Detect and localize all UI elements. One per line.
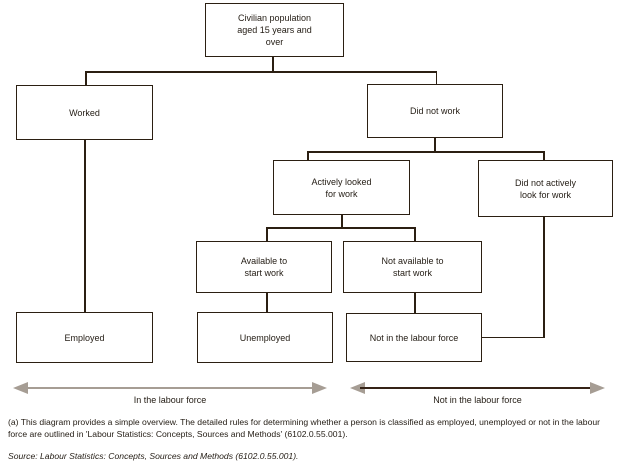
node-label: Did not actively look for work bbox=[514, 177, 577, 200]
node-did-not-work: Did not work bbox=[367, 84, 503, 138]
in-labour-force-arrow bbox=[13, 381, 327, 395]
connector-line bbox=[266, 293, 268, 312]
connector-line bbox=[307, 152, 309, 160]
connector-line bbox=[85, 72, 87, 85]
not-in-labour-force-label: Not in the labour force bbox=[433, 395, 522, 405]
connector-line bbox=[266, 227, 416, 229]
node-worked: Worked bbox=[16, 85, 153, 140]
node-label: Did not work bbox=[409, 106, 461, 116]
connector-line bbox=[266, 228, 268, 241]
node-did-not-actively-look: Did not actively look for work bbox=[478, 160, 613, 217]
node-employed: Employed bbox=[16, 312, 153, 363]
node-actively-looked-for-work: Actively looked for work bbox=[273, 160, 410, 215]
connector-line bbox=[435, 72, 437, 84]
arrow-right-icon bbox=[312, 382, 327, 394]
arrow-right-icon bbox=[590, 382, 605, 394]
connector-line bbox=[85, 71, 437, 73]
connector-line bbox=[414, 228, 416, 241]
in-labour-force-label: In the labour force bbox=[133, 395, 207, 405]
node-label: Actively looked for work bbox=[311, 176, 372, 199]
connector-line bbox=[434, 138, 436, 152]
connector-line bbox=[543, 217, 545, 338]
node-not-available-to-start-work: Not available to start work bbox=[343, 241, 482, 293]
connector-line bbox=[482, 336, 545, 338]
node-label: Civilian population aged 15 years and ov… bbox=[237, 13, 312, 47]
node-label: Not available to start work bbox=[381, 256, 444, 278]
node-available-to-start-work: Available to start work bbox=[196, 241, 332, 293]
connector-line bbox=[307, 151, 545, 153]
connector-line bbox=[341, 215, 343, 228]
node-label: Available to start work bbox=[240, 256, 288, 278]
source-text: Source: Labour Statistics: Concepts, Sou… bbox=[8, 451, 299, 461]
node-label: Not in the labour force bbox=[369, 332, 459, 343]
node-unemployed: Unemployed bbox=[197, 312, 333, 363]
connector-line bbox=[414, 293, 416, 313]
node-civilian-population: Civilian population aged 15 years and ov… bbox=[205, 3, 344, 57]
node-label: Worked bbox=[69, 107, 100, 118]
not-in-labour-force-arrow bbox=[350, 381, 605, 395]
connector-line bbox=[543, 152, 545, 160]
node-label: Unemployed bbox=[239, 332, 291, 343]
node-not-in-labour-force: Not in the labour force bbox=[346, 313, 482, 362]
node-label: Employed bbox=[64, 332, 105, 343]
arrow-shaft bbox=[23, 387, 317, 389]
connector-line bbox=[84, 140, 86, 312]
arrow-shaft bbox=[360, 387, 595, 389]
arrow-left-icon bbox=[350, 382, 365, 394]
footnote-text: (a) This diagram provides a simple overv… bbox=[8, 417, 601, 439]
arrow-left-icon bbox=[13, 382, 28, 394]
connector-line bbox=[272, 57, 274, 72]
